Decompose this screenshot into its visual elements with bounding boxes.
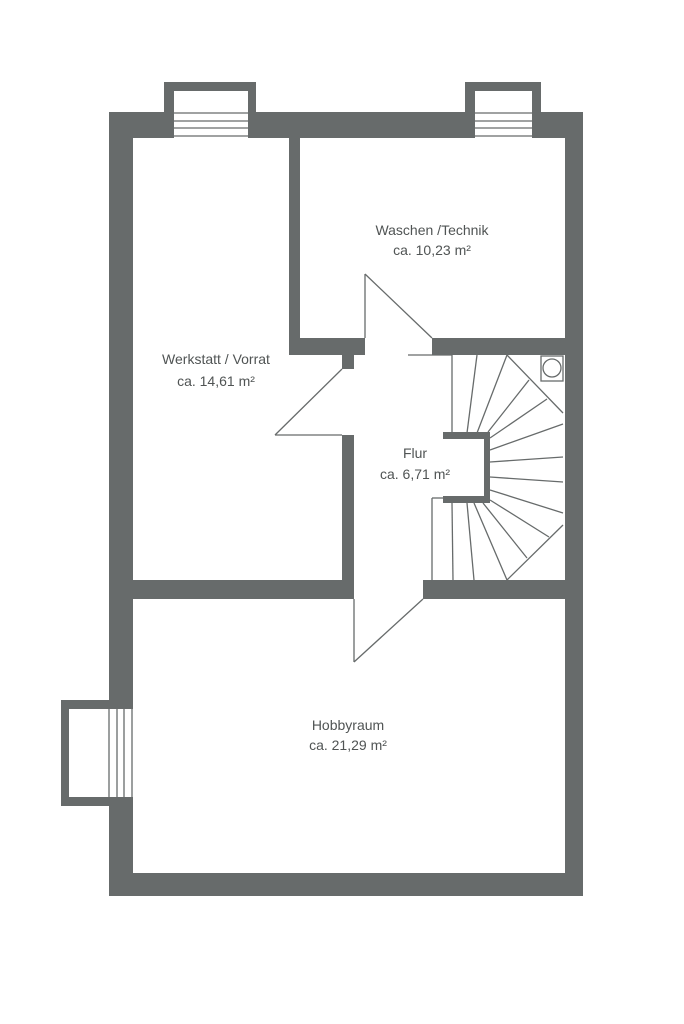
room-area-hobbyraum: ca. 21,29 m² [309,737,387,753]
room-area-werkstatt: ca. 14,61 m² [177,373,255,389]
light-well-left [61,700,133,806]
door-werkstatt [274,368,343,436]
room-name-werkstatt: Werkstatt / Vorrat [162,351,270,367]
drain-icon [540,355,564,382]
room-name-waschen: Waschen /Technik [375,222,489,238]
room-area-waschen: ca. 10,23 m² [393,242,471,258]
door-waschen [364,273,433,339]
light-well-top-left [164,82,256,138]
light-well-top-right [465,82,541,138]
interior-walls [133,138,565,599]
door-hobbyraum [353,598,424,663]
room-area-flur: ca. 6,71 m² [380,466,450,482]
room-name-flur: Flur [403,445,427,461]
staircase [408,354,564,581]
room-name-hobbyraum: Hobbyraum [312,717,384,733]
